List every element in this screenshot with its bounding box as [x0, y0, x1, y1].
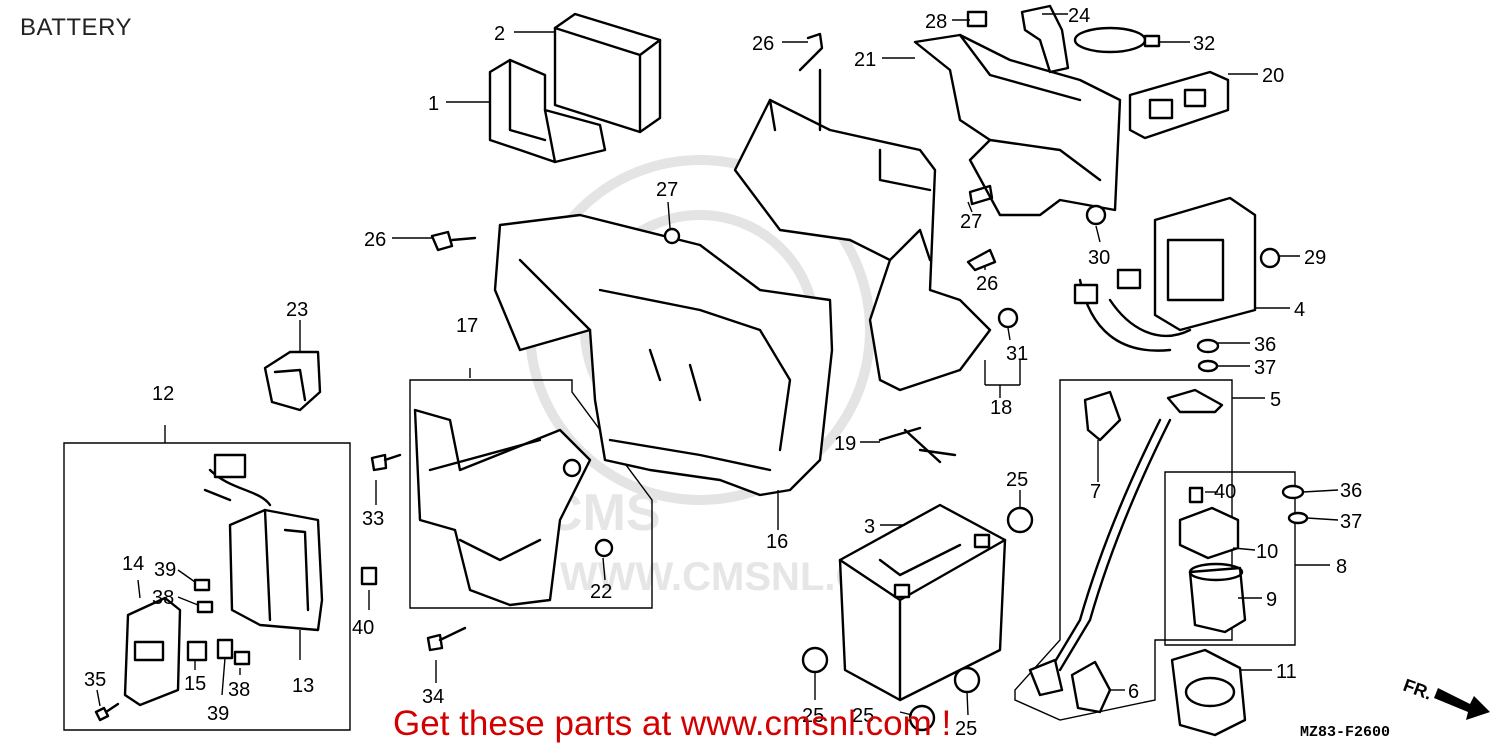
label-24: 24 — [1068, 5, 1090, 27]
part-4-regulator — [1073, 196, 1257, 352]
part-32-band — [1073, 26, 1161, 54]
label-21: 21 — [854, 49, 876, 71]
part-3-battery — [838, 503, 1007, 702]
label-2: 2 — [494, 23, 505, 45]
label-25-d: 25 — [955, 718, 977, 740]
leader-lines — [96, 13, 1339, 716]
part-17-tray — [413, 408, 592, 607]
label-36-top: 36 — [1254, 334, 1276, 356]
label-40-left: 40 — [352, 617, 374, 639]
label-7: 7 — [1090, 481, 1101, 503]
label-18: 18 — [990, 397, 1012, 419]
part-1-bracket — [488, 58, 607, 164]
part-6-terminal-cover — [1070, 660, 1112, 714]
label-19: 19 — [834, 433, 856, 455]
label-36-bottom: 36 — [1340, 480, 1362, 502]
parts-small-fuses — [186, 566, 378, 666]
label-15: 15 — [184, 673, 206, 695]
label-1: 1 — [428, 93, 439, 115]
label-38-bottom: 38 — [228, 679, 250, 701]
label-26-right: 26 — [976, 273, 998, 295]
label-30: 30 — [1088, 247, 1110, 269]
front-direction-marker: FR. — [1401, 675, 1490, 720]
part-labels: 2 1 26 21 28 24 32 20 26 27 27 26 30 29 … — [84, 5, 1362, 740]
label-11: 11 — [1276, 661, 1297, 683]
label-27-right: 27 — [960, 211, 982, 233]
label-10: 10 — [1256, 541, 1278, 563]
label-6: 6 — [1128, 681, 1139, 703]
front-label: FR. — [1401, 675, 1435, 704]
label-4: 4 — [1294, 299, 1305, 321]
label-31: 31 — [1006, 343, 1028, 365]
group-box-12 — [63, 442, 351, 731]
front-arrow-icon — [1434, 688, 1490, 720]
label-20: 20 — [1262, 65, 1284, 87]
label-5: 5 — [1270, 389, 1281, 411]
label-22: 22 — [590, 581, 612, 603]
part-upper-frame — [733, 68, 992, 392]
group-box-8 — [1164, 471, 1296, 646]
label-33: 33 — [362, 508, 384, 530]
label-39-top: 39 — [154, 559, 176, 581]
part-10-relay — [1178, 506, 1240, 560]
label-26-left: 26 — [364, 229, 386, 251]
group-box-5 — [1014, 379, 1233, 721]
page-title: BATTERY — [20, 14, 132, 41]
part-14-fuse-cover — [123, 596, 182, 707]
label-29: 29 — [1304, 247, 1326, 269]
label-14: 14 — [122, 553, 144, 575]
part-5-cable — [1028, 388, 1224, 697]
label-34: 34 — [422, 686, 444, 708]
label-9: 9 — [1266, 589, 1277, 611]
label-32: 32 — [1193, 33, 1215, 55]
part-2-cover — [553, 12, 662, 134]
label-17: 17 — [456, 315, 478, 337]
label-25-a: 25 — [1006, 469, 1028, 491]
label-3: 3 — [864, 516, 875, 538]
part-9-starter-relay — [1188, 562, 1247, 634]
label-37-top: 37 — [1254, 357, 1276, 379]
label-37-bottom: 37 — [1340, 511, 1362, 533]
label-27-center: 27 — [656, 179, 678, 201]
label-26-top: 26 — [752, 33, 774, 55]
label-38-top: 38 — [152, 587, 174, 609]
diagram-code: MZ83-F2600 — [1300, 724, 1391, 741]
group-box-17 — [409, 379, 653, 609]
promo-banner[interactable]: Get these parts at www.cmsnl.com ! — [393, 704, 952, 743]
label-12: 12 — [152, 383, 174, 405]
label-8: 8 — [1336, 556, 1347, 578]
part-11-relay-cover — [1170, 648, 1247, 737]
label-25-b: 25 — [802, 705, 824, 727]
label-39-bottom: 39 — [207, 703, 229, 725]
part-21-bracket — [913, 33, 1122, 217]
label-28: 28 — [925, 11, 947, 33]
label-40-right: 40 — [1214, 481, 1236, 503]
label-23: 23 — [286, 299, 308, 321]
part-24-strap — [1020, 4, 1070, 74]
label-13: 13 — [292, 675, 314, 697]
part-16-battery-case — [493, 213, 834, 497]
label-25-c: 25 — [852, 705, 874, 727]
label-35: 35 — [84, 669, 106, 691]
part-23-cap — [263, 350, 322, 412]
part-20-holder — [1128, 70, 1230, 140]
label-16: 16 — [766, 531, 788, 553]
part-13-fuse-box — [203, 453, 324, 632]
